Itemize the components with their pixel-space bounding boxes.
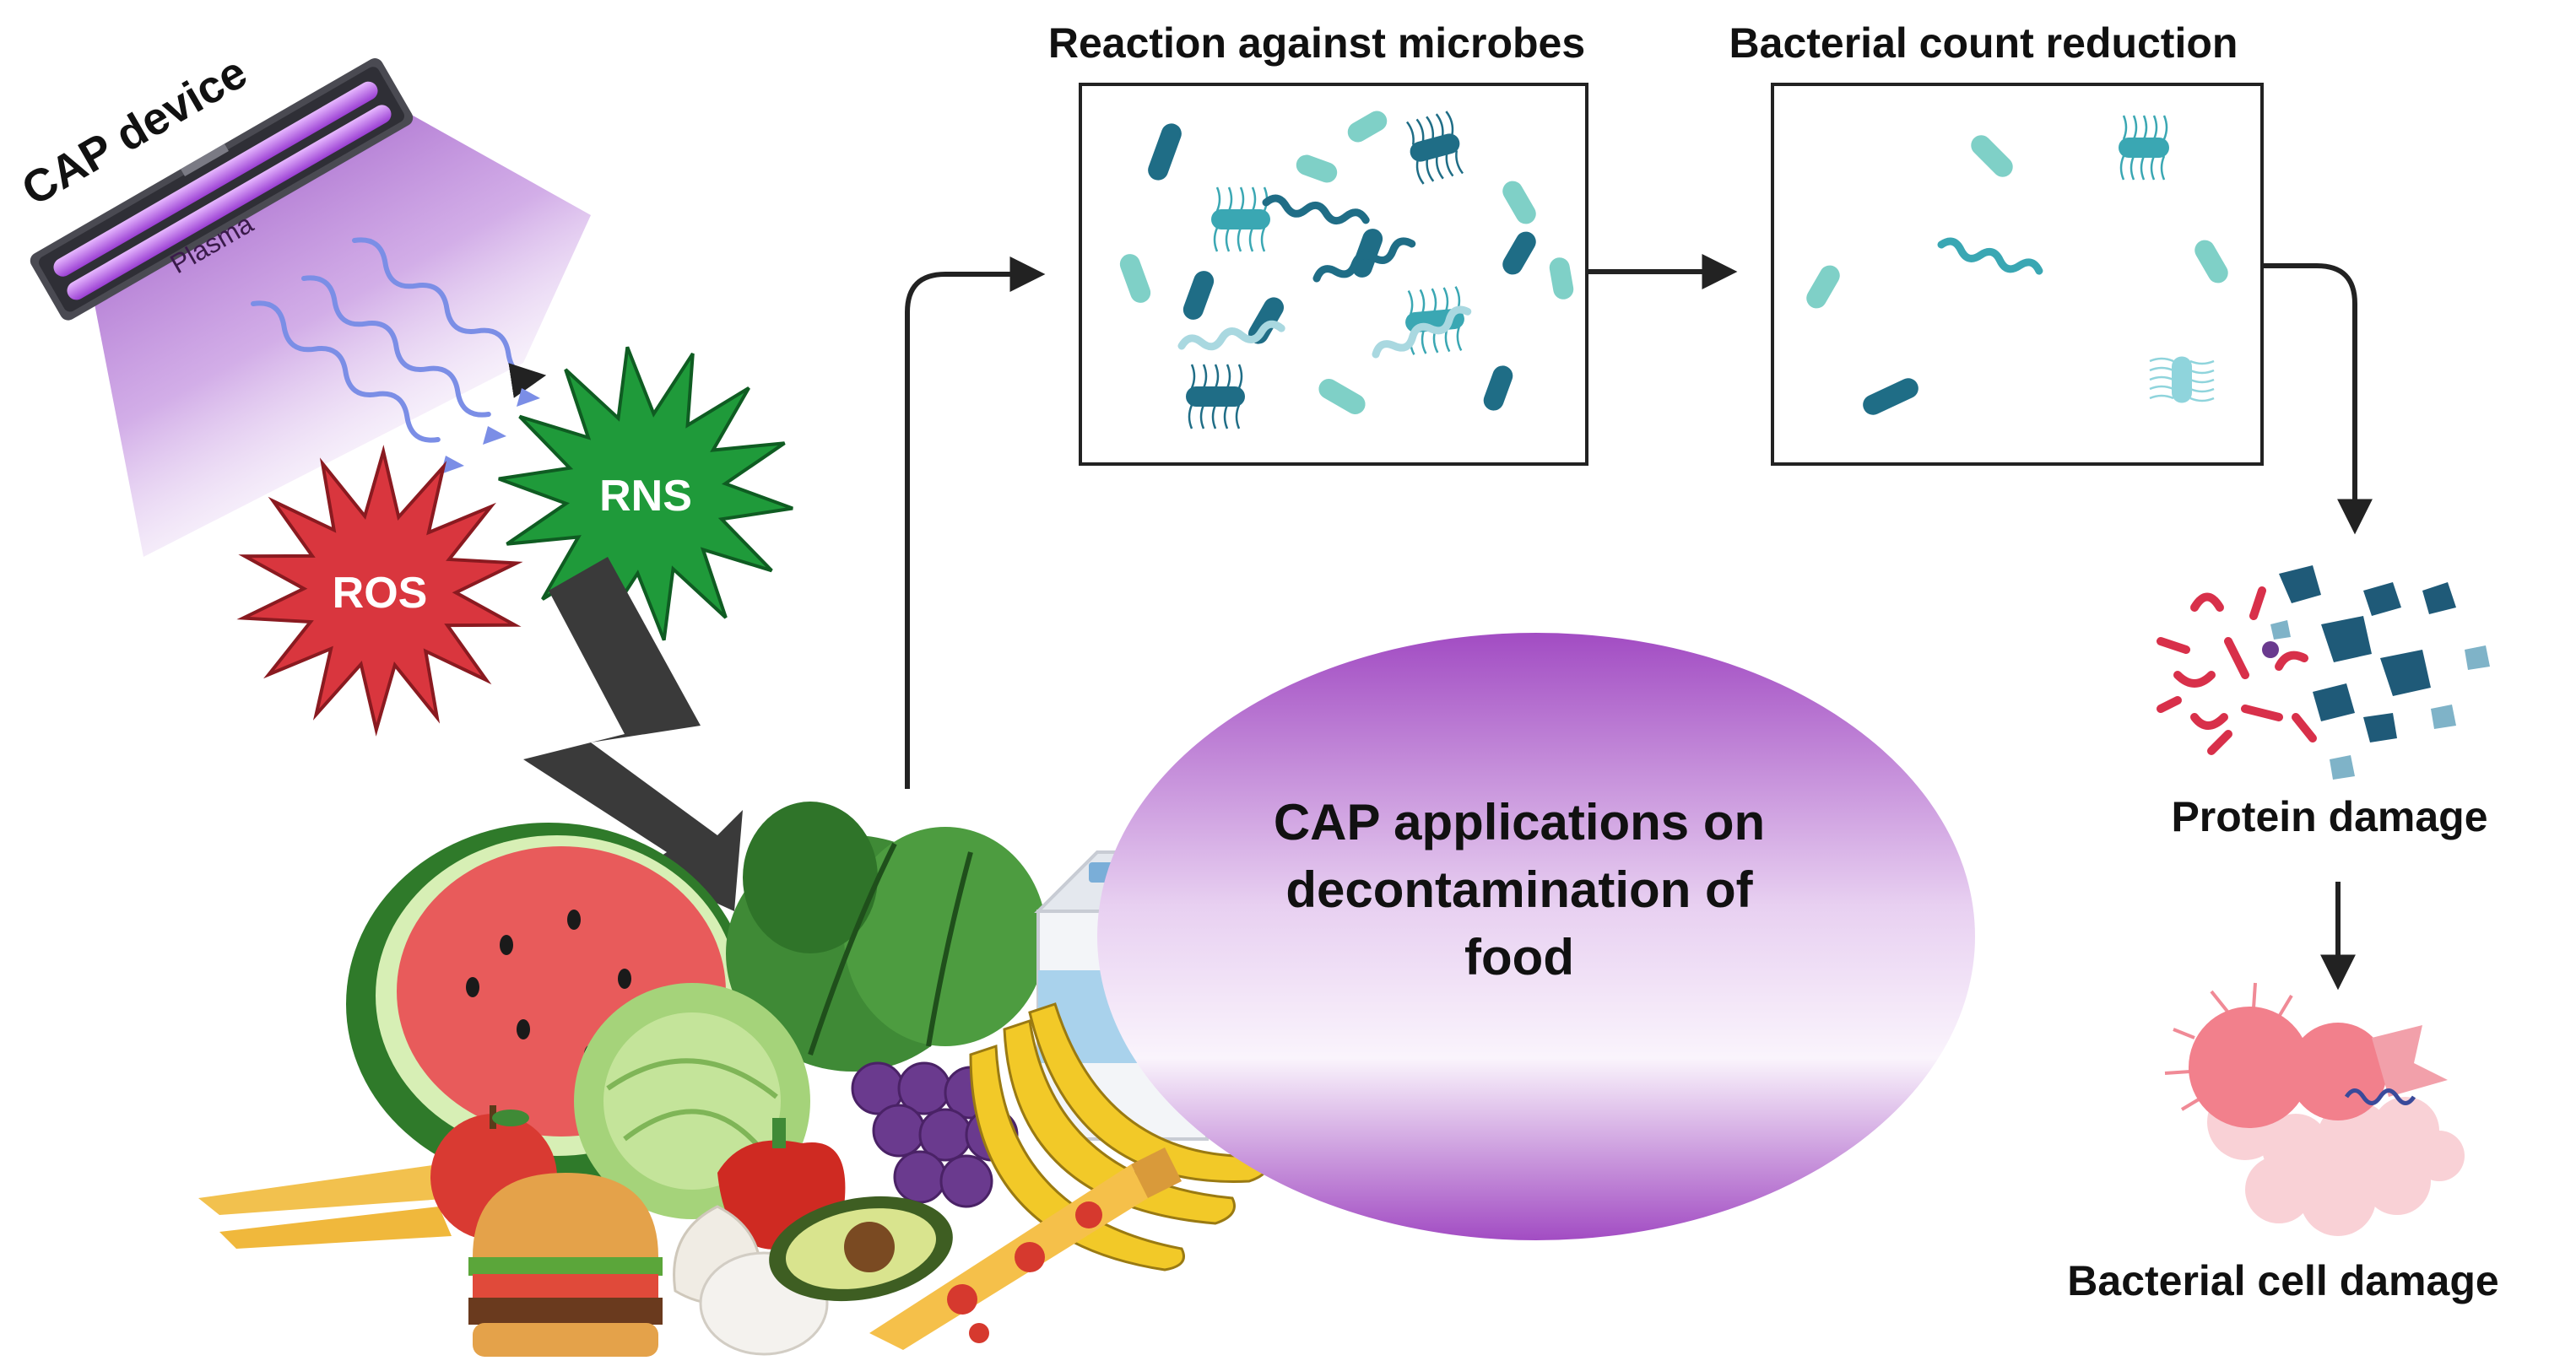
reduction-title: Bacterial count reduction [1729,19,2238,67]
ray-arrowhead-1 [517,388,540,407]
bacterium [1502,231,1536,275]
bacterium [1483,365,1513,411]
spiral-bacterium [1937,237,2043,275]
spiral-bacterium [1372,305,1472,359]
spiral-bacterium [1177,320,1285,351]
ros-label: ROS [333,569,428,618]
bacterium [1405,111,1464,185]
bacterium [1148,123,1182,181]
ray-arrowhead-3 [441,456,464,474]
rns-starburst: RNS [498,346,793,641]
protein-damage-illustration [2157,565,2490,780]
center-title-line3: food [1464,929,1574,985]
bacterium [1119,254,1151,303]
arrow-food-to-reaction [905,256,1046,789]
reaction-title: Reaction against microbes [1048,19,1585,67]
bacterium [1296,154,1338,183]
carrots [198,1164,456,1249]
spiral-bacterium [1312,237,1416,283]
reduction-panel: Bacterial count reduction [1729,19,2264,466]
cell-damage-illustration [2164,982,2465,1236]
bacterium [1186,364,1245,429]
bacterium [2149,356,2215,403]
bacterium [1318,379,1366,414]
flow-arrows [905,254,2373,991]
reaction-panel: Reaction against microbes [1048,19,1588,466]
ros-starburst: ROS [236,445,523,737]
pizza-slice [869,1147,1182,1350]
protein-damage-label: Protein damage [2171,793,2487,840]
bacterium [1549,257,1574,300]
center-title-line1: CAP applications on [1274,794,1765,850]
bacterium [1502,181,1536,224]
bacterium [2119,115,2169,181]
bacterium [1863,378,1918,415]
bacterium [1211,186,1270,252]
emission-rays [251,237,547,443]
bacterium [1347,111,1388,143]
leafy-greens [726,802,1047,1072]
bacterium [2194,240,2228,283]
avocado [769,1196,953,1302]
cap-device: CAP device Plasma [14,46,591,557]
food-pile [198,802,1269,1357]
bacterium [1971,135,2013,177]
center-oval: CAP applications on decontamination of f… [1097,633,1975,1240]
burger [468,1173,663,1357]
zigzag-arrow [523,557,743,911]
ray-arrowhead-2 [483,426,506,445]
rns-label: RNS [599,472,692,521]
cell-damage-label: Bacterial cell damage [2067,1257,2498,1304]
bacterium [1182,271,1215,320]
cap-device-body [30,58,414,321]
bacterium [1806,265,1840,309]
center-title-line2: decontamination of [1285,861,1753,918]
arrow-reduction-to-protein [2262,263,2373,535]
spiral-bacterium [1262,194,1370,225]
